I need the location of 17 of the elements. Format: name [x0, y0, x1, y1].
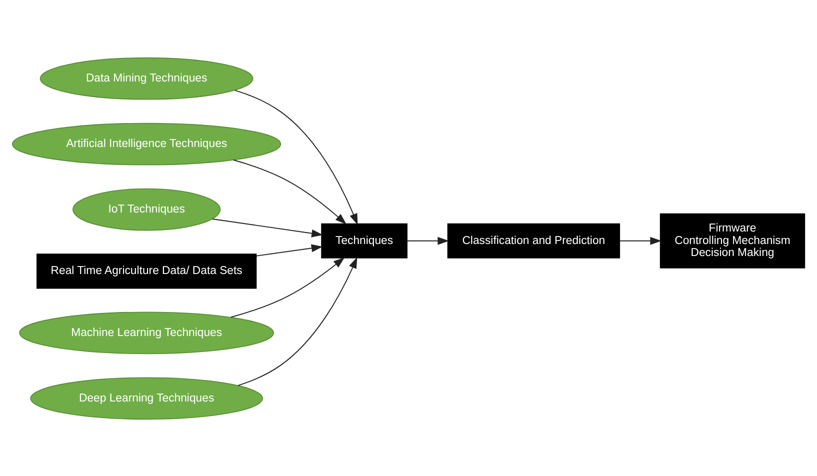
- arrow: [230, 256, 345, 318]
- arrow: [233, 159, 347, 224]
- arrow: [619, 236, 662, 244]
- arrow: [212, 218, 323, 237]
- node-ellipse: Machine Learning Techniques: [19, 311, 274, 354]
- node-ellipse: Deep Learning Techniques: [30, 376, 263, 420]
- arrow: [406, 236, 450, 244]
- arrow: [237, 256, 358, 386]
- arrow: [234, 89, 358, 224]
- node-ellipse: IoT Techniques: [72, 188, 221, 230]
- node-box: Classification and Prediction: [447, 222, 620, 258]
- node-box: Techniques: [321, 222, 408, 258]
- node-box: Real Time Agriculture Data/ Data Sets: [36, 253, 257, 288]
- node-box: Firmware Controlling Mechanism Decision Making: [660, 212, 806, 268]
- arrow: [256, 244, 323, 256]
- node-ellipse: Data Mining Techniques: [40, 56, 254, 100]
- node-ellipse: Artificial Intelligence Techniques: [12, 122, 282, 165]
